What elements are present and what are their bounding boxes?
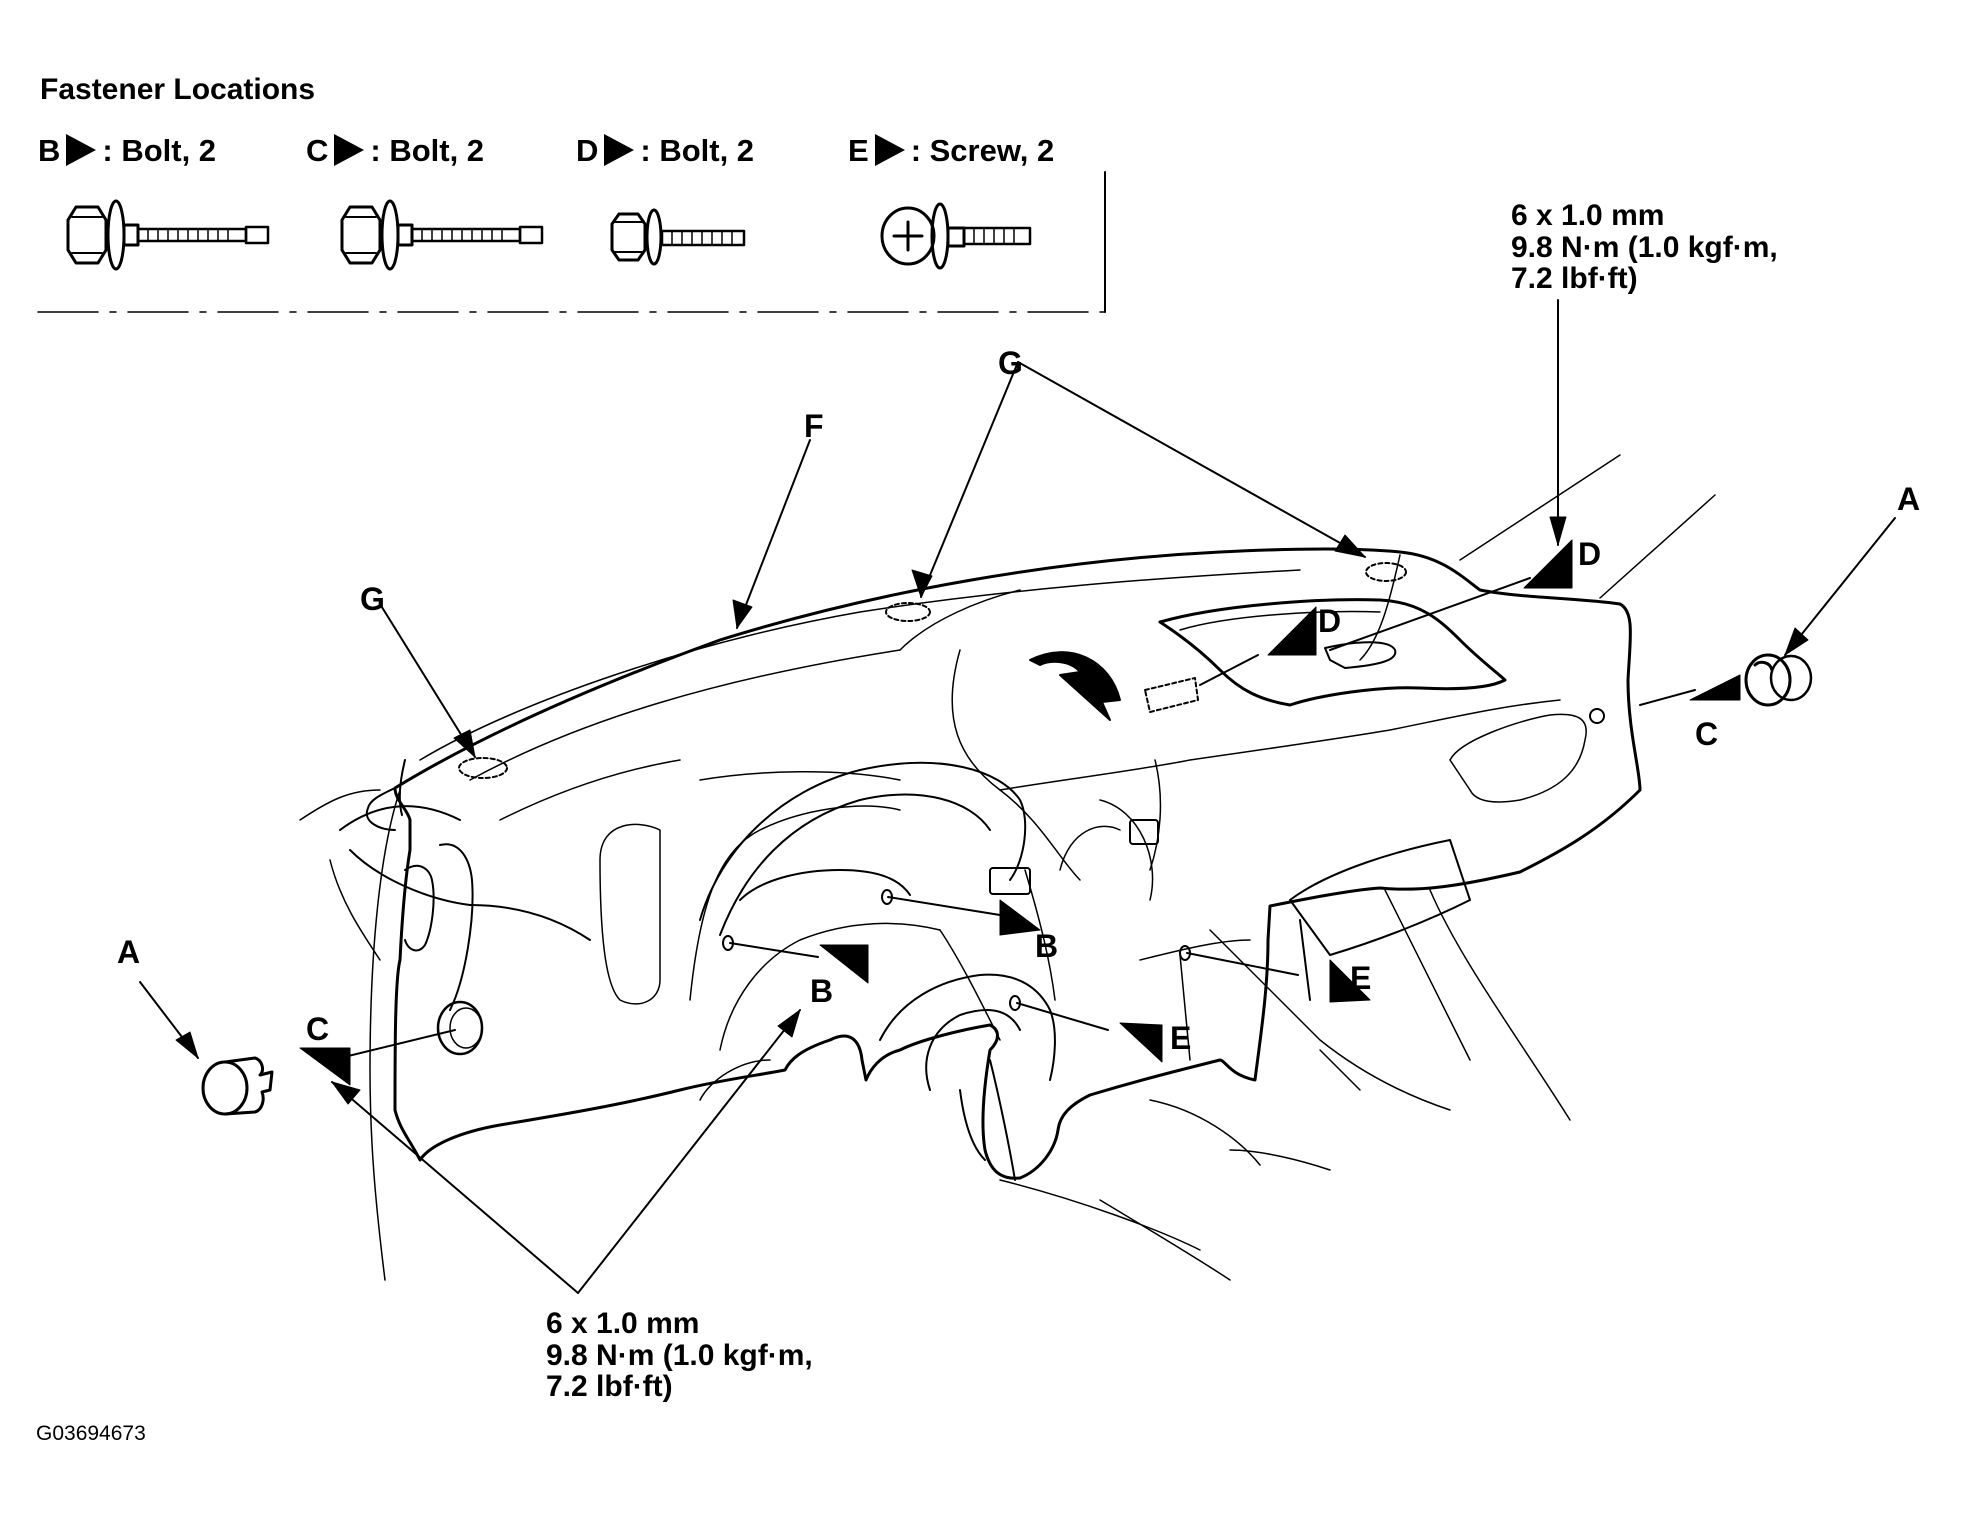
- rotate-direction-icon: [1029, 651, 1121, 721]
- callout-c-right: C: [1695, 716, 1719, 752]
- callout-e-right: E: [1350, 960, 1372, 996]
- legend-label: : Screw, 2: [910, 132, 1055, 168]
- callout-b-upper: B: [1035, 928, 1059, 964]
- fastener-arrow-icon: [66, 134, 97, 166]
- phillips-screw-icon: [880, 202, 1032, 270]
- spec-size: 6 x 1.0 mm: [1511, 199, 1665, 232]
- legend-label: : Bolt, 2: [370, 132, 485, 168]
- fastener-arrow-icon: [874, 134, 905, 166]
- fastener-arrow-icon: [604, 134, 635, 166]
- clip-a-left-icon: [201, 1056, 274, 1116]
- figure-code: G03694673: [36, 1422, 146, 1445]
- clip-a-right-icon: [1744, 653, 1792, 707]
- legend-key: B: [38, 132, 61, 168]
- flanged-bolt-icon: [340, 199, 544, 271]
- torque-spec-top: 6 x 1.0 mm 9.8 N·m (1.0 kgf·m, 7.2 lbf·f…: [1511, 200, 1778, 295]
- spec-torque-line1: 9.8 N·m (1.0 kgf·m,: [546, 1338, 813, 1372]
- side-vent-holes: [436, 654, 1813, 1056]
- legend-label: : Bolt, 2: [102, 132, 217, 168]
- driver-end: [339, 759, 591, 1011]
- legend-frame: [37, 171, 1106, 313]
- callout-g-left: G: [360, 581, 385, 617]
- torque-spec-bottom: 6 x 1.0 mm 9.8 N·m (1.0 kgf·m, 7.2 lbf·f…: [546, 1308, 813, 1403]
- legend-key: D: [576, 132, 599, 168]
- fastener-arrow-icon: [334, 134, 365, 166]
- vehicle-body-lines: [299, 454, 1716, 1281]
- callout-c-left: C: [306, 1011, 330, 1047]
- spec-torque-line2: 7.2 lbf·ft): [1511, 262, 1638, 295]
- callout-d-upper: D: [1578, 536, 1602, 572]
- spec-size: 6 x 1.0 mm: [546, 1307, 700, 1340]
- fastener-arrow-icons: [299, 539, 1741, 1086]
- callout-f: F: [804, 408, 824, 444]
- spec-torque-line1: 9.8 N·m (1.0 kgf·m,: [1511, 230, 1778, 264]
- leader-lines: [139, 299, 1896, 1294]
- legend-item-e: E : Screw, 2: [848, 134, 1054, 166]
- callout-d-lower: D: [1318, 603, 1342, 639]
- steering-column: [879, 973, 1056, 1181]
- pointer-arrowheads: [175, 516, 1809, 1105]
- legend-label: : Bolt, 2: [640, 132, 755, 168]
- flange-bolt-icon: [610, 208, 746, 266]
- dashboard-panel: [393, 547, 1642, 1180]
- instrument-cluster: [699, 761, 1159, 936]
- passenger-airbag-opening: [1158, 598, 1507, 707]
- legend-key: E: [848, 132, 869, 168]
- callout-e-lower: E: [1170, 1020, 1192, 1056]
- fastener-holes: [722, 641, 1605, 1011]
- glove-box: [1289, 839, 1471, 1001]
- legend-key: C: [306, 132, 329, 168]
- callout-a-right: A: [1897, 481, 1921, 517]
- flanged-bolt-icon: [66, 199, 270, 271]
- callout-g-top: G: [998, 345, 1023, 381]
- legend-item-d: D : Bolt, 2: [576, 134, 754, 166]
- spec-torque-line2: 7.2 lbf·ft): [546, 1370, 673, 1403]
- dashboard-surface-lines: [419, 554, 1587, 1101]
- clip-locations-g: [458, 562, 1407, 779]
- legend-title: Fastener Locations: [40, 73, 316, 106]
- legend-item-b: B : Bolt, 2: [38, 134, 216, 166]
- callout-b-lower: B: [810, 973, 834, 1009]
- callout-a-left: A: [117, 934, 141, 970]
- legend-item-c: C : Bolt, 2: [306, 134, 484, 166]
